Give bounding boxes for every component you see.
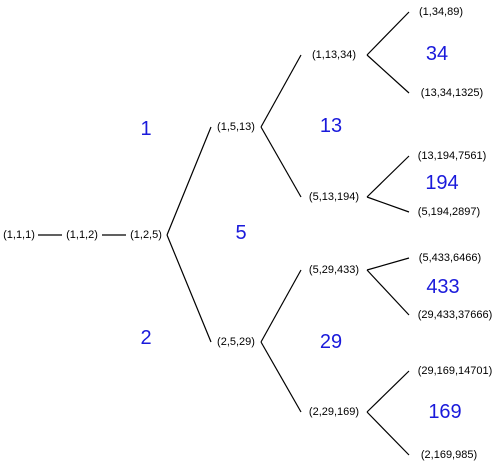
region-number-5: 5 xyxy=(235,222,247,244)
region-number-433: 433 xyxy=(426,276,460,298)
region-number-2: 2 xyxy=(140,327,152,349)
node-5-13-194: (5,13,194) xyxy=(308,191,360,203)
edge-11334-13489 xyxy=(366,11,410,56)
node-5-433-6466: (5,433,6466) xyxy=(418,252,482,264)
region-number-194: 194 xyxy=(425,172,459,194)
region-number-169: 169 xyxy=(428,401,462,423)
region-number-34: 34 xyxy=(425,43,449,65)
edge-125-2529 xyxy=(166,234,212,343)
edge-529433-2943337666 xyxy=(366,269,410,316)
region-number-29: 29 xyxy=(319,331,343,353)
node-1-2-5: (1,2,5) xyxy=(130,229,162,241)
node-1-34-89: (1,34,89) xyxy=(418,6,464,18)
node-29-433-37666: (29,433,37666) xyxy=(417,309,493,321)
region-number-1: 1 xyxy=(140,118,152,140)
node-29-169-14701: (29,169,14701) xyxy=(417,365,493,377)
edge-513194-131947561 xyxy=(366,155,410,198)
edge-229169-2916914701 xyxy=(366,370,410,413)
node-2-5-29: (2,5,29) xyxy=(217,336,255,348)
node-1-13-34: (1,13,34) xyxy=(311,49,357,61)
node-5-29-433: (5,29,433) xyxy=(308,264,360,276)
node-2-29-169: (2,29,169) xyxy=(308,406,360,418)
edge-1513-11334 xyxy=(260,54,302,128)
edge-1513-513194 xyxy=(260,126,302,198)
node-5-194-2897: (5,194,2897) xyxy=(417,206,481,218)
edge-529433-54336466 xyxy=(366,257,410,271)
node-1-1-2: (1,1,2) xyxy=(66,229,98,241)
region-number-13: 13 xyxy=(319,115,343,137)
node-13-194-7561: (13,194,7561) xyxy=(417,150,487,162)
node-2-169-985: (2,169,985) xyxy=(420,449,478,461)
edge-229169-2169985 xyxy=(366,411,410,456)
node-1-5-13: (1,5,13) xyxy=(217,121,255,133)
edge-2529-229169 xyxy=(260,341,302,413)
edge-513194-51942897 xyxy=(366,196,410,213)
node-1-1-1: (1,1,1) xyxy=(3,229,35,241)
edge-11334-13341325 xyxy=(366,54,410,94)
edge-2529-529433 xyxy=(260,269,302,343)
edge-125-1513 xyxy=(166,126,212,236)
node-13-34-1325: (13,34,1325) xyxy=(420,87,484,99)
